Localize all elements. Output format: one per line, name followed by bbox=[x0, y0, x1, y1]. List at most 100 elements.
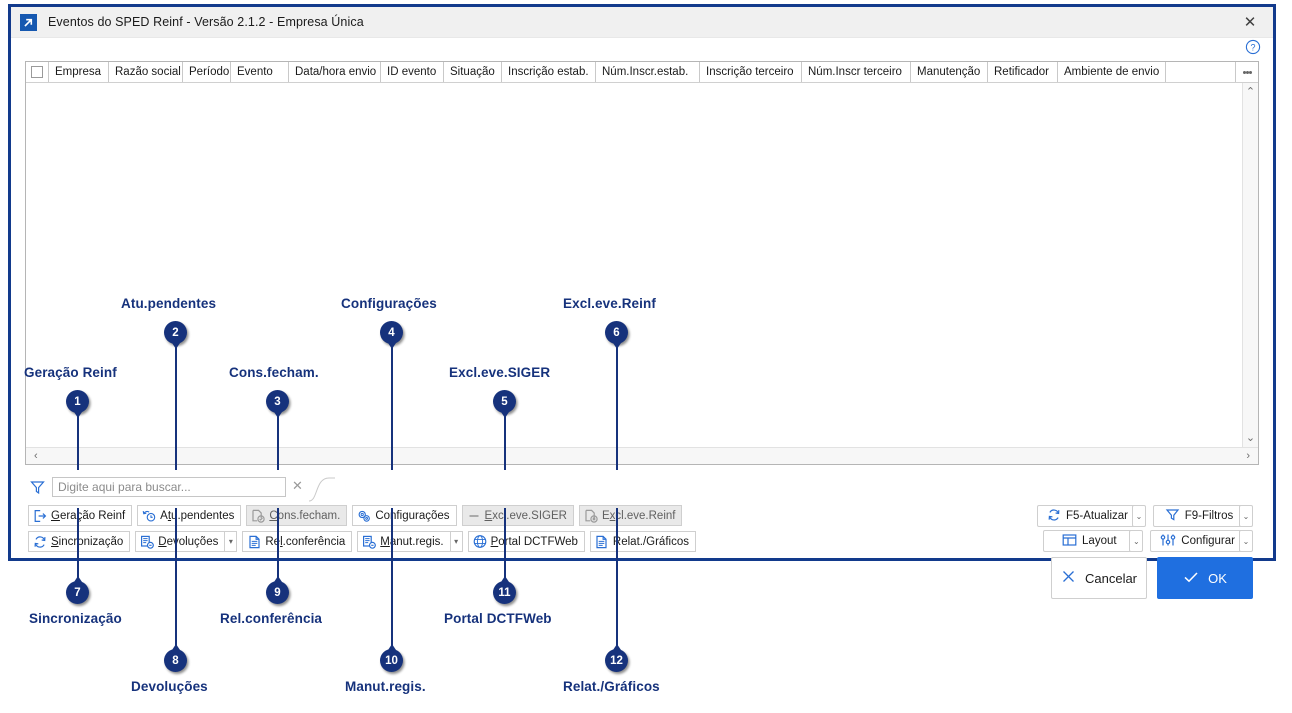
scroll-up-icon[interactable]: ⌃ bbox=[1245, 86, 1256, 98]
layout-split-caret[interactable]: ⌄ bbox=[1129, 530, 1144, 552]
column-header-filler bbox=[1166, 62, 1236, 82]
export-arrow-icon bbox=[33, 509, 47, 523]
x-icon bbox=[1061, 569, 1076, 587]
report-icon bbox=[247, 535, 261, 549]
funnel-icon bbox=[1165, 507, 1180, 525]
annotation-leader-line bbox=[277, 415, 279, 470]
column-header-14[interactable]: Ambiente de envio bbox=[1058, 62, 1166, 82]
arrow-up-right-icon bbox=[20, 13, 37, 31]
clock-refresh-icon bbox=[142, 509, 156, 523]
column-header-7[interactable]: Situação bbox=[444, 62, 502, 82]
annotation-leader-line bbox=[504, 415, 506, 470]
column-header-13[interactable]: Retificador bbox=[988, 62, 1058, 82]
annotation-badge-7: 7 bbox=[66, 581, 89, 604]
column-header-label: Manutenção bbox=[917, 66, 981, 78]
filters-label: F9-Filtros bbox=[1184, 510, 1234, 522]
ok-button[interactable]: OK bbox=[1157, 557, 1253, 599]
annotation-badge-10: 10 bbox=[380, 649, 403, 672]
toolbar-button-relat-gr-ficos[interactable]: Relat./Gráficos bbox=[589, 531, 696, 552]
horizontal-scrollbar[interactable]: ‹ › bbox=[26, 447, 1258, 464]
help-row: ? bbox=[11, 38, 1273, 61]
select-all-checkbox[interactable] bbox=[26, 62, 49, 82]
column-header-11[interactable]: Núm.Inscr terceiro bbox=[802, 62, 911, 82]
toolbar-right-actions: F5-Atualizar ⌄ F9-Filtros ⌄ bbox=[1037, 505, 1253, 599]
toolbar-button-excl-eve-siger: Excl.eve.SIGER bbox=[461, 505, 574, 526]
grid-body: ⌃ ⌄ bbox=[26, 83, 1258, 447]
annotation-leader-line bbox=[175, 508, 177, 648]
column-header-label: Retificador bbox=[994, 66, 1049, 78]
globe-icon bbox=[473, 535, 487, 549]
filters-split-caret[interactable]: ⌄ bbox=[1239, 505, 1253, 527]
column-header-1[interactable]: Empresa bbox=[49, 62, 109, 82]
scroll-right-icon[interactable]: › bbox=[1246, 450, 1250, 462]
application-window: Eventos do SPED Reinf - Versão 2.1.2 - E… bbox=[8, 4, 1276, 599]
column-header-5[interactable]: Data/hora envio bbox=[289, 62, 381, 82]
annotation-badge-3: 3 bbox=[266, 390, 289, 413]
annotation-label-10: Manut.regis. bbox=[345, 679, 426, 694]
toolbar-button-label: Atu.pendentes bbox=[160, 509, 235, 522]
annotation-leader-line bbox=[77, 415, 79, 470]
annotation-label-2: Atu.pendentes bbox=[121, 296, 217, 311]
cancel-label: Cancelar bbox=[1084, 570, 1138, 586]
toolbar-button-portal-dctfweb[interactable]: Portal DCTFWeb bbox=[467, 531, 585, 552]
annotation-leader-line bbox=[175, 346, 177, 470]
refresh-split-caret[interactable]: ⌄ bbox=[1132, 505, 1146, 527]
annotation-badge-9: 9 bbox=[266, 581, 289, 604]
refresh-button[interactable]: F5-Atualizar bbox=[1037, 505, 1138, 527]
toolbar-button-manut-regis[interactable]: Manut.regis. bbox=[357, 531, 451, 552]
toolbar-button-devolu-es[interactable]: Devoluções bbox=[135, 531, 226, 552]
column-header-12[interactable]: Manutenção bbox=[911, 62, 988, 82]
document-delete-icon bbox=[584, 509, 598, 523]
toolbar-button-rel-confer-ncia[interactable]: Rel.conferência bbox=[242, 531, 353, 552]
toolbar-button-label: Excl.eve.Reinf bbox=[601, 509, 676, 522]
search-bar: ✕ bbox=[11, 475, 1273, 502]
column-header-4[interactable]: Evento bbox=[231, 62, 289, 82]
column-header-9[interactable]: Núm.Inscr.estab. bbox=[596, 62, 700, 82]
vertical-scrollbar[interactable]: ⌃ ⌄ bbox=[1242, 83, 1258, 447]
refresh-label: F5-Atualizar bbox=[1066, 510, 1128, 522]
filter-funnel-icon[interactable] bbox=[29, 479, 46, 501]
toolbar-button-excl-eve-reinf: Excl.eve.Reinf bbox=[578, 505, 683, 526]
help-icon[interactable]: ? bbox=[1245, 39, 1261, 55]
column-header-2[interactable]: Razão social bbox=[109, 62, 183, 82]
annotation-badge-12: 12 bbox=[605, 649, 628, 672]
annotation-label-9: Rel.conferência bbox=[220, 611, 323, 626]
cancel-button[interactable]: Cancelar bbox=[1051, 557, 1147, 599]
grid-empty-area[interactable] bbox=[26, 83, 1242, 447]
clear-search-icon[interactable]: ✕ bbox=[292, 478, 303, 493]
annotation-leader-line bbox=[616, 508, 618, 648]
toolbar-button-gera-o-reinf[interactable]: Geração Reinf bbox=[28, 505, 133, 526]
column-header-6[interactable]: ID evento bbox=[381, 62, 444, 82]
toolbar-button-sincroniza-o[interactable]: Sincronização bbox=[28, 531, 131, 552]
layout-button[interactable]: Layout bbox=[1043, 530, 1136, 552]
annotation-badge-11: 11 bbox=[493, 581, 516, 604]
close-icon[interactable]: ✕ bbox=[1243, 14, 1257, 31]
annotation-label-6: Excl.eve.Reinf bbox=[563, 296, 656, 311]
toolbar-button-label: Portal DCTFWeb bbox=[490, 535, 578, 548]
toolbar-split-caret[interactable]: ▾ bbox=[225, 531, 238, 552]
scroll-down-icon[interactable]: ⌄ bbox=[1245, 432, 1256, 444]
column-header-10[interactable]: Inscrição terceiro bbox=[700, 62, 802, 82]
layout-label: Layout bbox=[1082, 535, 1117, 547]
column-options-icon[interactable] bbox=[1236, 62, 1258, 82]
toolbar-button-label: Sincronização bbox=[51, 535, 124, 548]
configure-split-caret[interactable]: ⌄ bbox=[1239, 530, 1253, 552]
svg-text:?: ? bbox=[1250, 42, 1255, 52]
minus-icon bbox=[467, 509, 481, 523]
configure-button[interactable]: Configurar bbox=[1150, 530, 1245, 552]
scroll-left-icon[interactable]: ‹ bbox=[34, 450, 38, 462]
filters-button[interactable]: F9-Filtros bbox=[1153, 505, 1245, 527]
gears-icon bbox=[357, 509, 371, 523]
sync-icon bbox=[33, 535, 47, 549]
toolbar-split-caret[interactable]: ▾ bbox=[450, 531, 463, 552]
column-header-label: Empresa bbox=[55, 66, 102, 78]
column-header-8[interactable]: Inscrição estab. bbox=[502, 62, 596, 82]
column-header-3[interactable]: Período bbox=[183, 62, 231, 82]
title-bar: Eventos do SPED Reinf - Versão 2.1.2 - E… bbox=[11, 7, 1273, 38]
search-input[interactable] bbox=[52, 477, 286, 497]
toolbar-button-configura-es[interactable]: Configurações bbox=[352, 505, 457, 526]
annotation-leader-line bbox=[391, 508, 393, 648]
toolbar-button-atu-pendentes[interactable]: Atu.pendentes bbox=[137, 505, 242, 526]
refresh-icon bbox=[1047, 508, 1061, 525]
